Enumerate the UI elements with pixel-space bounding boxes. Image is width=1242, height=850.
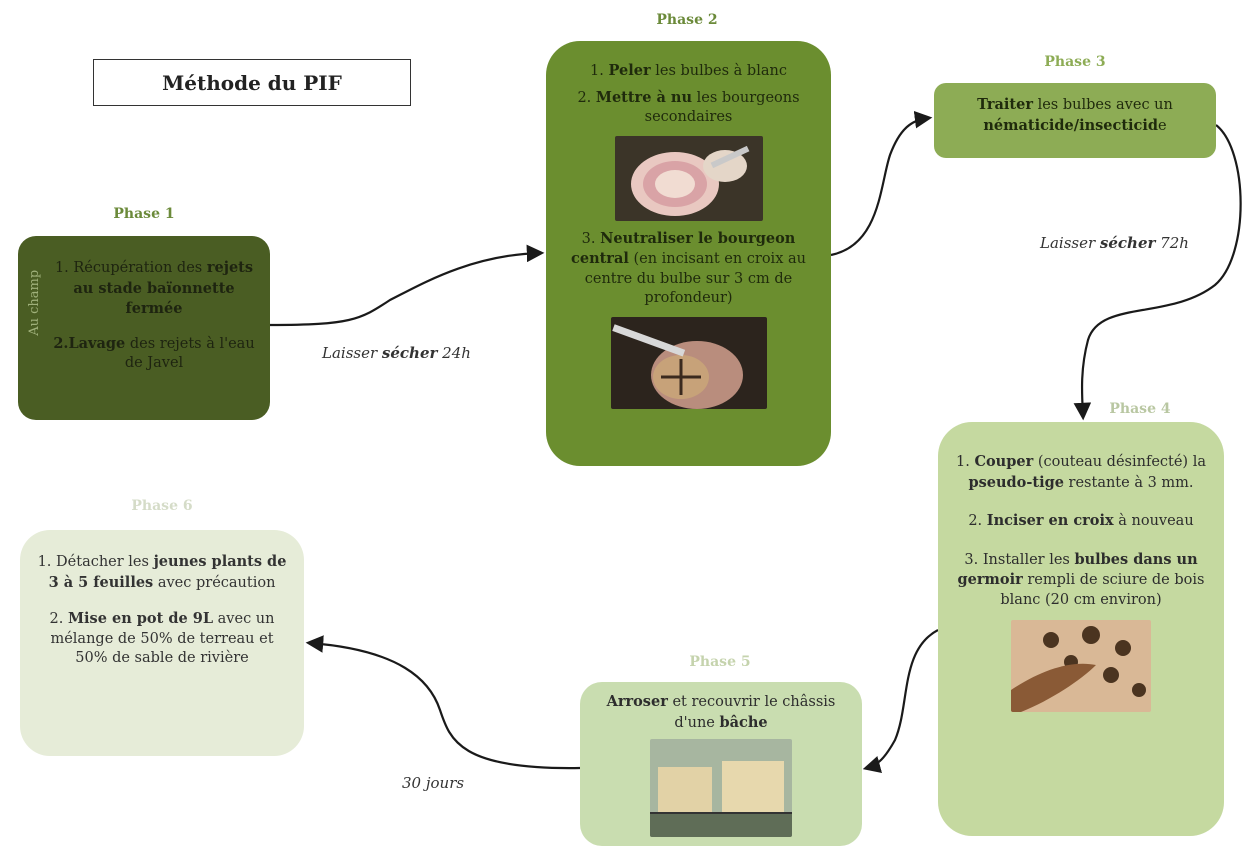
arrow-phase5-to-phase6 xyxy=(305,635,581,770)
phase4-item2: 2. Inciser en croix à nouveau xyxy=(968,512,1194,530)
connector-label-24h: Laisser sécher 24h xyxy=(322,344,471,362)
phase6-box: 1. Détacher les jeunes plants de 3 à 5 f… xyxy=(20,530,304,756)
connector-label-72h: Laisser sécher 72h xyxy=(1040,234,1189,252)
phase1-box: Au champ 1. Récupération des rejets au s… xyxy=(18,236,270,420)
chassis-photo xyxy=(650,739,792,838)
phase3-item1: Traiter les bulbes avec un xyxy=(977,96,1173,113)
phase2-label: Phase 2 xyxy=(656,12,718,28)
phase3-label: Phase 3 xyxy=(1044,54,1106,70)
arrow-phase1-to-phase2 xyxy=(269,244,545,327)
arrow-phase2-to-phase3 xyxy=(830,110,933,257)
phase3-box: Traiter les bulbes avec un nématicide/in… xyxy=(934,83,1216,158)
phase4-item3: 3. Installer les bulbes dans un germoir … xyxy=(957,550,1205,608)
phase2-item3: 3. Neutraliser le bourgeon central (en i… xyxy=(571,229,806,307)
arrow-phase4-to-phase5 xyxy=(862,629,939,774)
arrow-phase3-to-phase4 xyxy=(1073,124,1242,421)
phase1-item2: 2.Lavage des rejets à l'eau de Javel xyxy=(53,334,255,372)
phase5-item1: Arroser et recouvrir le châssis d'une bâ… xyxy=(606,693,836,731)
phase6-item1: 1. Détacher les jeunes plants de 3 à 5 f… xyxy=(37,553,287,591)
phase2-item1: 1. Peler les bulbes à blanc xyxy=(590,62,787,79)
connector-label-30jours: 30 jours xyxy=(402,774,465,792)
phase4-label: Phase 4 xyxy=(1109,401,1171,417)
phase1-item1: 1. Récupération des rejets au stade baïo… xyxy=(54,259,254,318)
phase1-label: Phase 1 xyxy=(113,206,175,222)
phase2-box: 1. Peler les bulbes à blanc 2. Mettre à … xyxy=(546,41,831,466)
diagram-title: Méthode du PIF xyxy=(93,59,411,106)
phase5-box: Arroser et recouvrir le châssis d'une bâ… xyxy=(580,682,862,846)
peeled-bulb-photo xyxy=(614,135,763,221)
phase4-item1: 1. Couper (couteau désinfecté) la pseudo… xyxy=(956,453,1206,491)
phase3-item2: nématicide/insecticide xyxy=(983,116,1167,134)
incised-bulb-photo xyxy=(610,316,767,409)
phase5-label: Phase 5 xyxy=(689,654,751,670)
phase4-box: 1. Couper (couteau désinfecté) la pseudo… xyxy=(938,422,1224,836)
germoir-photo xyxy=(1011,620,1151,713)
phase6-label: Phase 6 xyxy=(131,498,193,514)
phase1-side-label: Au champ xyxy=(27,269,43,336)
phase2-item2: 2. Mettre à nu les bourgeons secondaires xyxy=(577,88,800,126)
phase6-item2: 2. Mise en pot de 9L avec un mélange de … xyxy=(49,610,275,667)
